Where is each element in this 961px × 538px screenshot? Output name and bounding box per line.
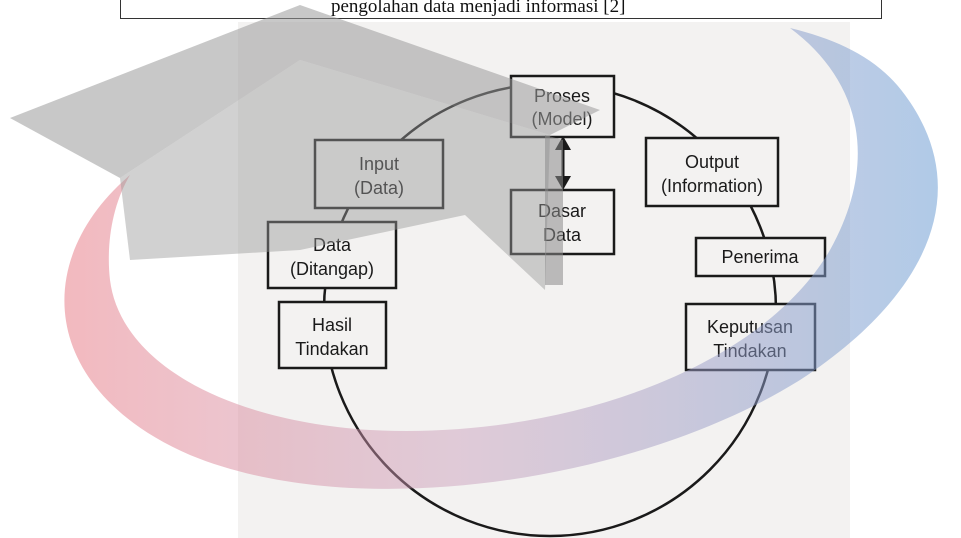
node-data-ditangap-line1: Data [313, 235, 352, 255]
node-dasar-data-line1: Dasar [538, 201, 586, 221]
node-hasil-tindakan: Hasil Tindakan [277, 300, 388, 370]
node-proses-line2: (Model) [531, 109, 592, 129]
node-data-ditangap: Data (Ditangap) [266, 220, 398, 290]
node-keputusan-tindakan: Keputusan Tindakan [684, 302, 817, 372]
node-input-line2: (Data) [354, 178, 404, 198]
node-input-line1: Input [359, 154, 399, 174]
node-output-line1: Output [685, 152, 739, 172]
node-data-ditangap-line2: (Ditangap) [290, 259, 374, 279]
node-dasar-data-line2: Data [543, 225, 582, 245]
node-output: Output (Information) [644, 136, 780, 208]
node-keputusan-tindakan-line2: Tindakan [713, 341, 786, 361]
node-proses: Proses (Model) [509, 74, 616, 139]
node-penerima-line1: Penerima [721, 247, 799, 267]
node-hasil-tindakan-line2: Tindakan [295, 339, 368, 359]
node-penerima: Penerima [694, 236, 827, 278]
node-keputusan-tindakan-line1: Keputusan [707, 317, 793, 337]
node-output-line2: (Information) [661, 176, 763, 196]
node-dasar-data: Dasar Data [509, 188, 616, 256]
node-input: Input (Data) [313, 138, 445, 210]
node-hasil-tindakan-line1: Hasil [312, 315, 352, 335]
node-proses-line1: Proses [534, 86, 590, 106]
